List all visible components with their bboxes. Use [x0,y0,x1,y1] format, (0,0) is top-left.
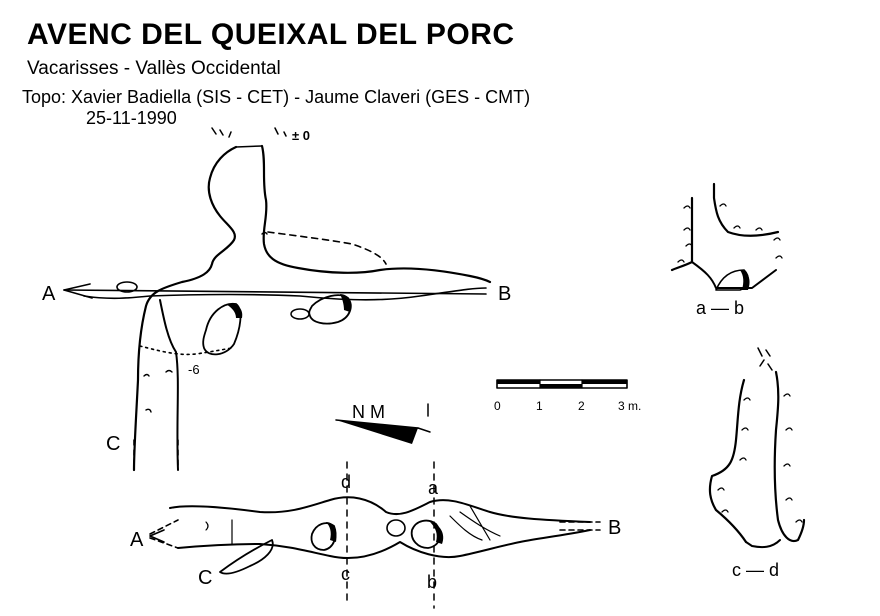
bottom-dotted-floor [139,345,233,356]
entrance-depth-label: ± 0 [292,128,310,143]
block-large-a-shade [226,303,243,318]
plan-branch-c [219,539,274,575]
plan-block-3-shade [430,522,444,544]
survey-authors: Topo: Xavier Badiella (SIS - CET) - Jaum… [22,87,531,107]
scale-tick-3: 3 m. [618,399,641,413]
passage-c-dashed [133,439,179,471]
cross-section-ab [670,182,783,291]
plan-label-a: A [130,529,144,551]
plan-view [149,461,601,609]
scale-tick-1: 1 [536,399,543,413]
survey-date: 25-11-1990 [86,108,177,128]
cut-label-d: d [341,472,351,492]
entrance-rubble [211,127,287,138]
elevation-label-a: A [42,283,56,305]
cut-label-c: c [341,564,350,584]
bottom-depth-label: -6 [188,362,200,377]
section-ab-label: a — b [696,298,744,318]
entrance-lip [235,145,263,148]
cross-section-cd [708,347,806,549]
scale-tick-0: 0 [494,399,501,413]
plan-left-dashed [149,519,179,549]
passage-floor [83,287,487,301]
block-pebble [290,308,310,320]
plan-block-2 [386,519,406,537]
block-large-b-shade [340,294,352,312]
shaft-right-wall [260,144,492,284]
ledge-dashed [267,231,387,265]
location-subtitle: Vacarisses - Vallès Occidental [27,58,281,79]
plan-label-c: C [198,567,212,589]
rock-fragments [143,231,268,413]
section-cd-label: c — d [732,560,779,580]
north-arrow [335,403,431,444]
scale-tick-2: 2 [578,399,585,413]
block-small [116,281,138,293]
cut-label-b: b [427,572,437,592]
block-large-a [202,302,242,356]
survey-title: AVENC DEL QUEIXAL DEL PORC [27,18,515,51]
plan-texture [205,505,501,545]
elevation-label-b: B [498,283,511,305]
cut-label-a: a [428,478,439,498]
plan-label-b: B [608,517,621,539]
scale-bar [496,379,628,389]
plan-block-1-shade [326,522,337,542]
plan-outline-top [169,496,591,523]
plan-outline-bottom [177,529,591,560]
north-label: N M [352,402,385,422]
shaft-left-wall [132,145,238,472]
elevation-label-c: C [106,433,120,455]
plan-right-dashed [559,521,601,531]
elevation-profile [63,127,492,472]
passage-c-wall [159,299,179,471]
arrow-a-plan [149,529,165,543]
